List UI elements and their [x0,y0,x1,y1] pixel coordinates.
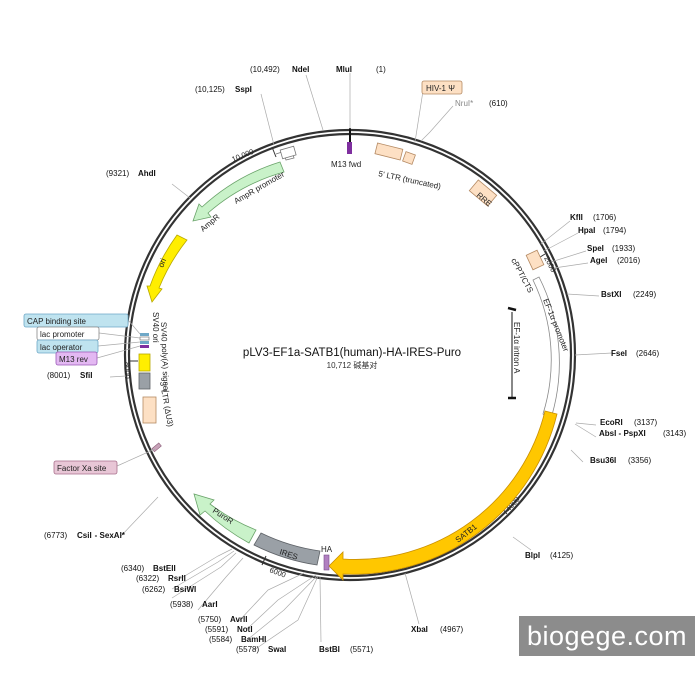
factor-xa-mark [151,442,162,453]
site-nrui: NruI* [455,99,473,108]
ampr-feature [192,161,285,222]
site-avrii: AvrII [230,615,248,624]
site-spei: SpeI [587,244,604,253]
lac-operator-tag-label: lac operator [40,343,83,352]
ampr-promoter-box [279,145,297,160]
sv40-polya-feature [138,372,151,390]
site-xbai: XbaI [411,625,428,634]
site-ecori-pos: (3137) [634,418,657,427]
site-bstxi-pos: (2249) [633,290,656,299]
m13-fwd-label: M13 fwd [331,160,361,169]
site-leader-lines [109,73,613,651]
site-fsei: FseI [611,349,627,358]
site-ecori: EcoRI [600,418,623,427]
site-ahdi-pos: (9321) [106,169,129,178]
ori-label: ori [157,257,169,269]
lac-promoter-tag-label: lac promoter [40,330,85,339]
site-swai: SwaI [268,645,286,654]
site-ndei-pos: (10,492) [250,65,280,74]
site-fsei-pos: (2646) [636,349,659,358]
plasmid-title: pLV3-EF1a-SATB1(human)-HA-IRES-Puro [243,347,461,359]
ltr5-feature [374,142,404,161]
hiv-psi-tag-label: HIV-1 Ψ [426,84,455,93]
site-nrui-pos: (610) [489,99,508,108]
ef1a-intron-label: EF-1α intron A [512,322,521,374]
tick-label-6000: 6000 [268,565,287,579]
plasmid-size: 10,712 碱基对 [327,360,378,370]
site-swai-pos: (5578) [236,645,259,654]
site-mlui-pos: (1) [376,65,386,74]
site-bstbi-pos: (5571) [350,645,373,654]
site-bamhi-pos: (5584) [209,635,232,644]
factor-xa-tag [53,460,118,475]
site-noti: NotI [237,625,253,634]
site-agei: AgeI [590,256,607,265]
watermark: biogege.com [519,616,695,656]
m13-fwd-feature [347,142,352,154]
site-kfli: KflI [570,213,583,222]
site-hpai-pos: (1794) [603,226,626,235]
site-ahdi: AhdI [138,169,156,178]
rre-feature [468,179,498,207]
m13-rev-mark [140,345,149,348]
lac-operator-mark [140,341,149,344]
puror-feature [193,493,257,544]
tick-label-8000: 8000 [123,362,132,379]
site-bsu36i-pos: (3356) [628,456,651,465]
site-bsiwi: BsiWI [174,585,196,594]
site-bsteii: BstEII [153,564,176,573]
site-bstbi: BstBI [319,645,340,654]
ltr5-label: 5' LTR (truncated) [378,169,442,191]
site-bstxi: BstXI [601,290,621,299]
m13-rev-tag [55,351,98,366]
site-csii: CsiI- SexAI* [77,531,126,540]
site-bsteii-pos: (6340) [121,564,144,573]
site-sfii-pos: (8001) [47,371,70,380]
site-kfli-pos: (1706) [593,213,616,222]
site-rsrii: RsrII [168,574,186,583]
sv40-polya-label: SV40 poly(A) signal [159,322,170,393]
ltr3-feature [142,396,157,424]
site-noti-pos: (5591) [205,625,228,634]
cppt-feature [525,249,545,271]
site-hpai: HpaI [578,226,595,235]
site-bamhi: BamHI [241,635,266,644]
site-csii-pos: (6773) [44,531,67,540]
site-absi: AbsI - PspXI [599,429,646,438]
site-avrii-pos: (5750) [198,615,221,624]
hiv-psi-feature [402,151,416,165]
satb1-feature [328,410,558,581]
lac-promoter-mark [139,336,150,341]
sv40-ori-feature [138,353,151,372]
site-xbai-pos: (4967) [440,625,463,634]
site-blpi: BlpI [525,551,540,560]
m13-rev-tag-label: M13 rev [59,355,88,364]
site-bsiwi-pos: (6262) [142,585,165,594]
ori-feature [146,234,188,303]
site-sspi: SspI [235,85,252,94]
factor-xa-tag-label: Factor Xa site [57,464,107,473]
tick-label-2000: 2000 [542,255,558,274]
site-spei-pos: (1933) [612,244,635,253]
site-agei-pos: (2016) [617,256,640,265]
site-ndei: NdeI [292,65,309,74]
site-rsrii-pos: (6322) [136,574,159,583]
site-sspi-pos: (10,125) [195,85,225,94]
sv40-ori-label: SV40 ori [151,312,160,343]
ires-feature [253,532,321,566]
site-sfii: SfiI [80,371,92,380]
site-blpi-pos: (4125) [550,551,573,560]
site-absi-pos: (3143) [663,429,686,438]
hiv-psi-tag [421,80,463,95]
site-mlui: MluI [336,65,352,74]
site-aari-pos: (5938) [170,600,193,609]
ha-label: HA [321,545,333,554]
cap-binding-tag-label: CAP binding site [27,317,87,326]
ef1a-intron-start [507,306,517,312]
ha-feature [323,554,330,571]
cap-site-mark [140,333,149,336]
site-aari: AarI [202,600,218,609]
site-bsu36i: Bsu36I [590,456,616,465]
